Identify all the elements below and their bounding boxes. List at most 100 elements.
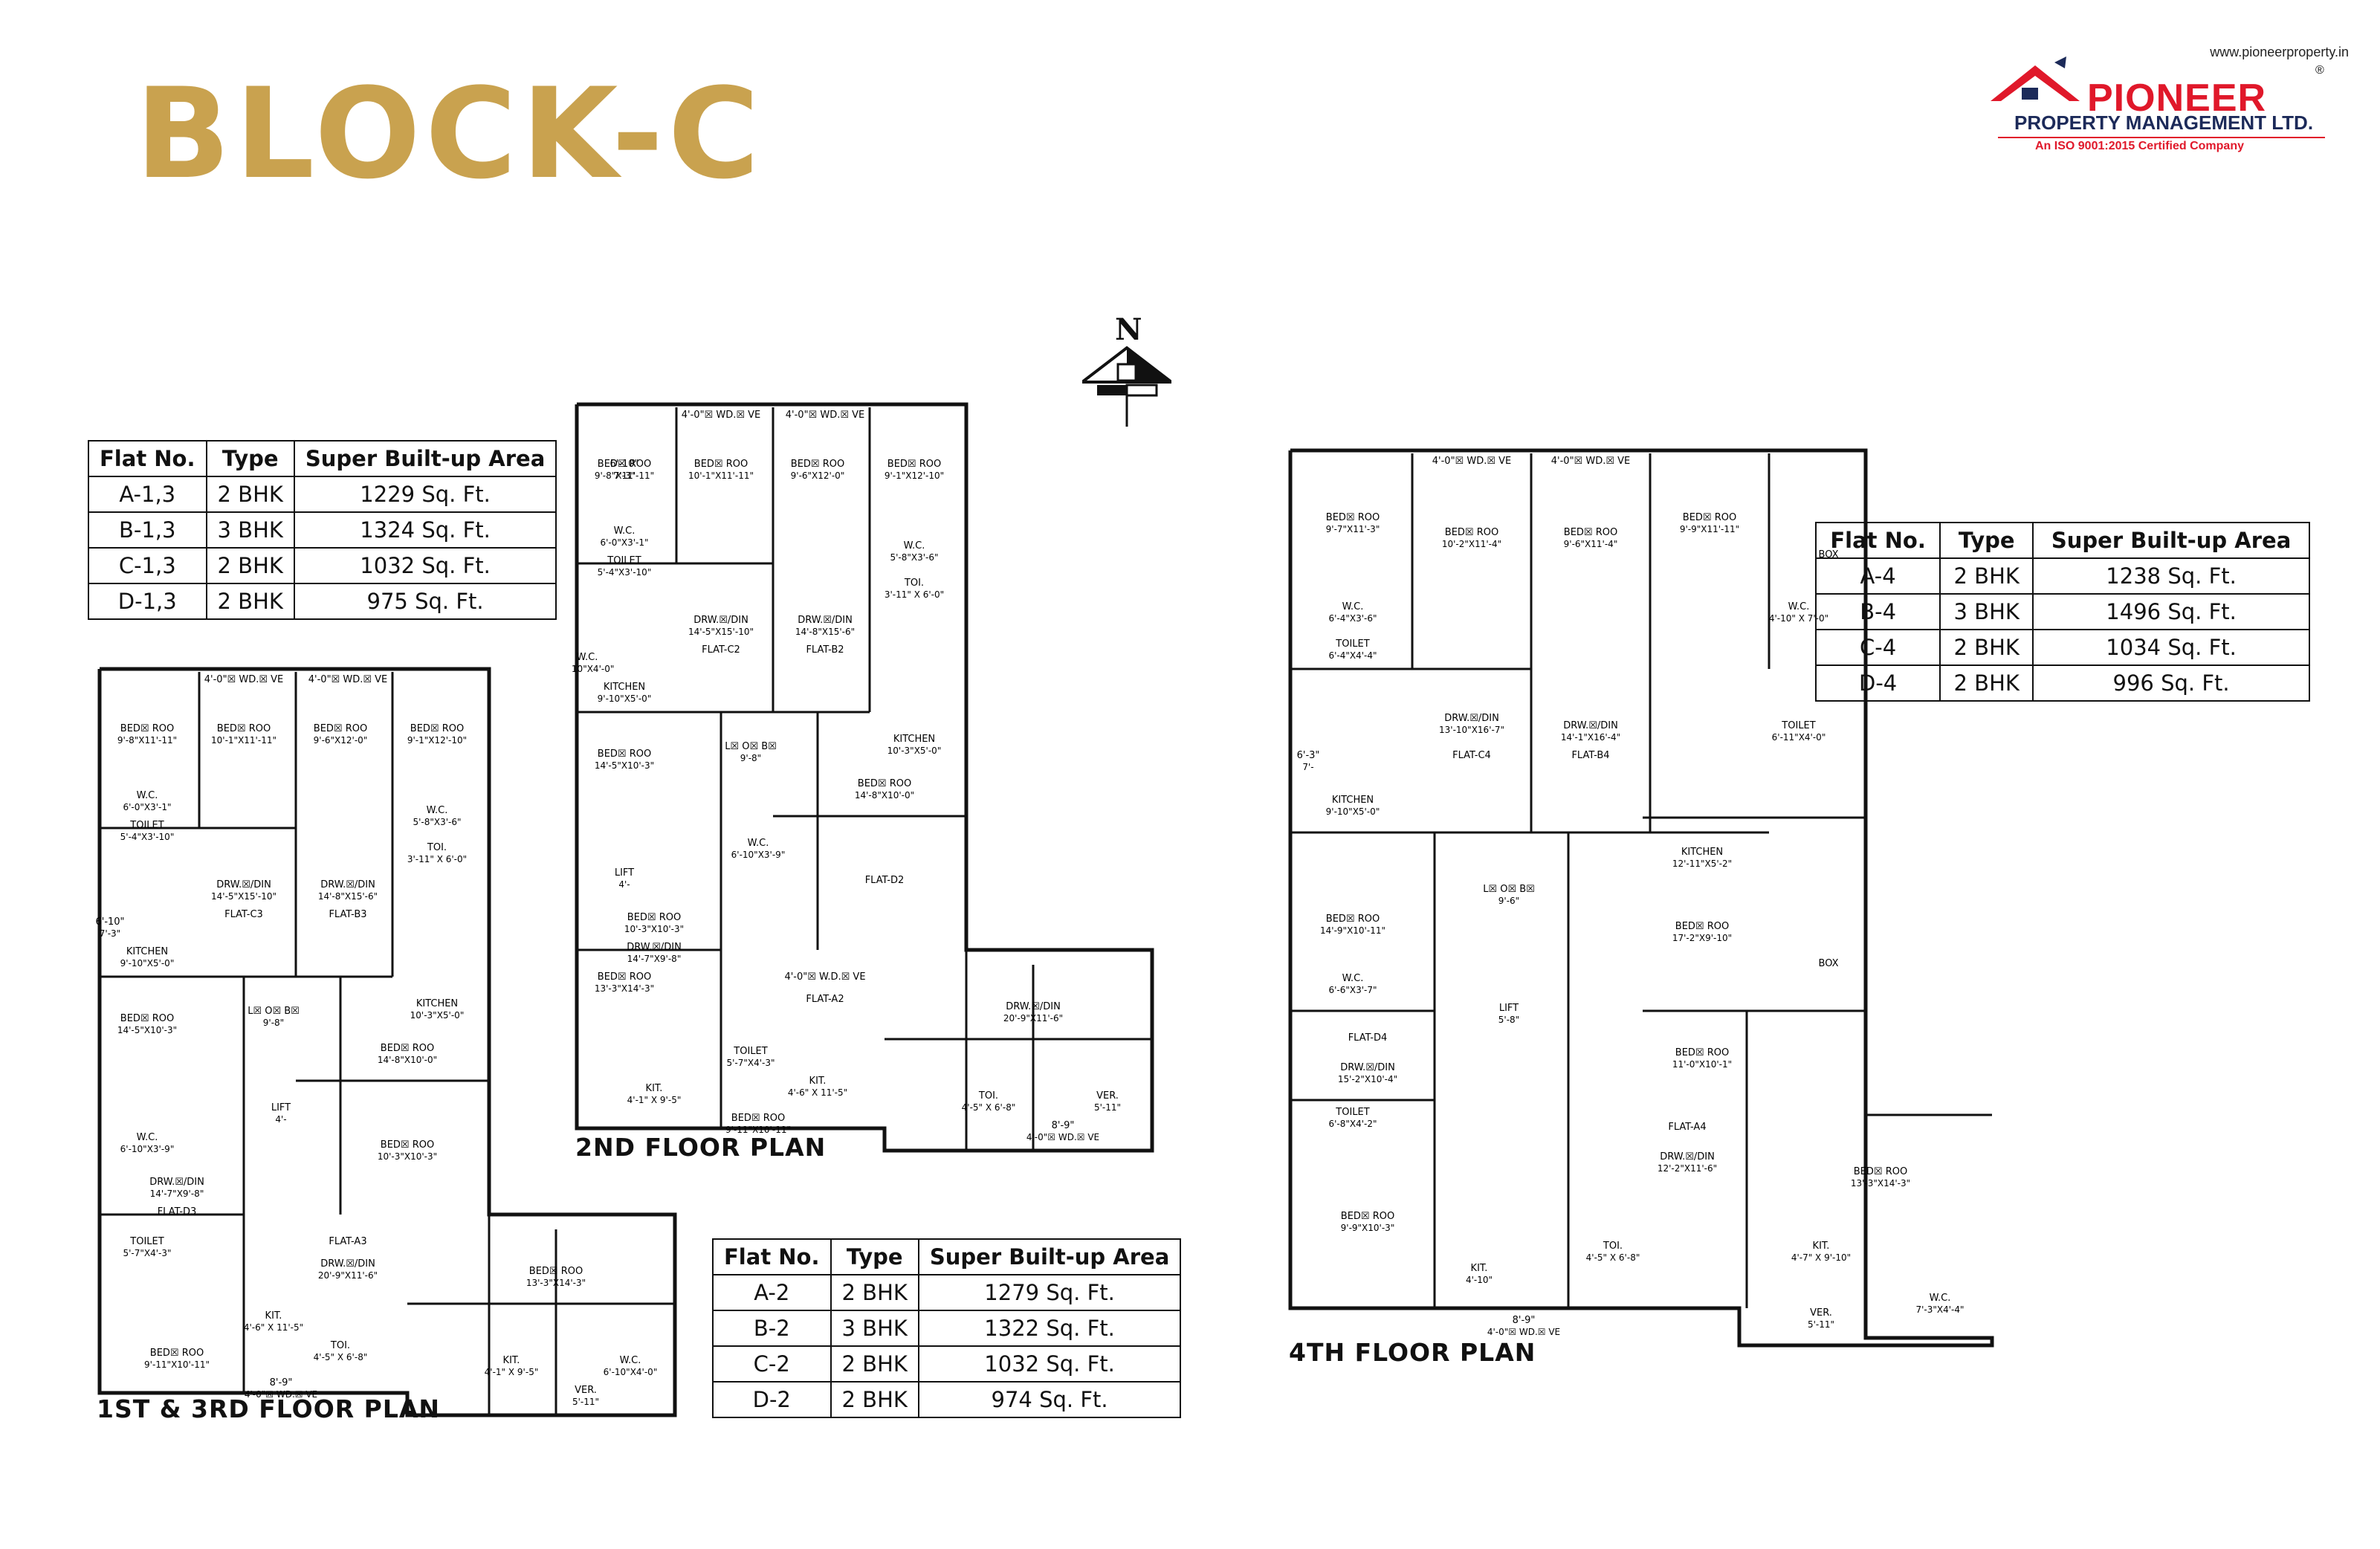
room-label: W.C. (620, 1355, 641, 1366)
cell-flat: B-4 (1814, 593, 1941, 630)
room-label: TOILET (129, 1236, 164, 1247)
room-dimension: 4'-6" X 11'-5" (244, 1322, 303, 1333)
room-label: L☒ O☒ B☒ (1483, 884, 1535, 895)
company-subtitle: PROPERTY MANAGEMENT LTD. (2014, 111, 2314, 134)
north-compass: N (1082, 312, 1171, 427)
room-dimension: 4'- (275, 1114, 286, 1125)
room-dimension: 5'-4"X3'-10" (120, 832, 175, 842)
room-label: 6'-3" (1297, 750, 1320, 761)
room-label: TOILET (1335, 638, 1369, 650)
room-dimension: 10'-3"X5'-0" (887, 746, 942, 756)
cell-area: 1032 Sq. Ft. (293, 547, 557, 584)
cell-type: 2 BHK (830, 1381, 919, 1418)
room-dimension: 9'-9"X11'-11" (1680, 524, 1739, 534)
room-dimension: 14'-5"X15'-10" (211, 891, 277, 902)
room-label: BED☒ ROO (694, 459, 748, 470)
room-label: BED☒ ROO (887, 459, 941, 470)
room-label: FLAT-D4 (1348, 1032, 1388, 1044)
room-label: DRW.☒/DIN (1660, 1151, 1715, 1162)
room-label: W.C. (577, 652, 598, 663)
room-dimension: 12'-11"X5'-2" (1672, 858, 1732, 869)
room-dimension: 14'-8"X10'-0" (855, 790, 914, 801)
room-label: TOI. (330, 1340, 350, 1351)
room-dimension: 5'-8"X3'-6" (413, 817, 461, 827)
cell-flat: A-1,3 (88, 476, 207, 513)
room-dimension: 14'-7"X9'-8" (150, 1189, 204, 1199)
room-label: W.C. (1930, 1293, 1951, 1304)
room-dimension: 14'-8"X10'-0" (378, 1055, 437, 1065)
cell-area: 1229 Sq. Ft. (293, 476, 557, 513)
certification-text: An ISO 9001:2015 Certified Company (2035, 140, 2244, 152)
room-label: BED☒ ROO (1445, 527, 1498, 538)
room-label: VER. (1096, 1090, 1119, 1102)
room-dimension: 4'-6" X 11'-5" (788, 1087, 847, 1098)
cell-type: 2 BHK (205, 547, 295, 584)
room-label: BED☒ ROO (150, 1348, 204, 1359)
room-label: FLAT-D3 (158, 1206, 197, 1217)
room-dimension: 6'-8"X4'-2" (1328, 1119, 1377, 1129)
room-dimension: 14'-7"X9'-8" (627, 954, 682, 964)
room-label: 8'-9" (1513, 1315, 1536, 1326)
room-dimension: 9'-8" (740, 753, 761, 763)
room-label: TOILET (1781, 720, 1815, 731)
cell-area: 1322 Sq. Ft. (917, 1310, 1182, 1347)
room-dimension: 5'-11" (1808, 1319, 1834, 1330)
cell-area: 1238 Sq. Ft. (2032, 557, 2310, 595)
cell-type: 2 BHK (830, 1345, 919, 1383)
room-label: TOI. (1603, 1241, 1623, 1252)
room-dimension: 4'-10" (1466, 1275, 1493, 1285)
room-label: LIFT (1499, 1003, 1519, 1014)
room-dimension: 13'-3"X14'-3" (595, 983, 654, 994)
room-dimension: 4'-0"☒ WD.☒ VE (245, 1389, 317, 1400)
room-label: DRW.☒/DIN (1340, 1062, 1395, 1073)
room-label: 4'-0"☒ WD.☒ VE (786, 410, 864, 421)
room-label: FLAT-B4 (1571, 750, 1609, 761)
room-label: BED☒ ROO (1854, 1166, 1907, 1177)
cell-area: 1496 Sq. Ft. (2032, 593, 2310, 630)
room-dimension: 9'-6"X11'-4" (1564, 539, 1618, 549)
room-label: DRW.☒/DIN (149, 1177, 204, 1188)
room-dimension: 15'-2"X10'-4" (1338, 1074, 1397, 1084)
col-area: Super Built-up Area (293, 440, 557, 477)
room-label: W.C. (904, 540, 925, 552)
room-label: BED☒ ROO (598, 459, 651, 470)
room-label: BED☒ ROO (529, 1266, 583, 1277)
room-dimension: 6'-0"X3'-1" (123, 802, 171, 812)
room-label: KIT. (1471, 1263, 1488, 1274)
cell-flat: A-2 (712, 1274, 832, 1311)
room-label: DRW.☒/DIN (320, 879, 375, 890)
room-dimension: 6'-4"X3'-6" (1328, 613, 1377, 624)
room-label: FLAT-A3 (329, 1236, 366, 1247)
plan-label-second: 2ND FLOOR PLAN (575, 1133, 827, 1162)
room-dimension: 9'-10"X5'-0" (120, 958, 175, 968)
room-dimension: 10'-3"X10'-3" (624, 924, 684, 934)
room-label: DRW.☒/DIN (693, 615, 748, 626)
plan-label-first-third: 1ST & 3RD FLOOR PLAN (97, 1394, 441, 1423)
room-dimension: 6'-10"X4'-0" (604, 1367, 658, 1377)
room-dimension: 17'-2"X9'-10" (1672, 933, 1732, 943)
cell-type: 2 BHK (830, 1274, 919, 1311)
room-label: FLAT-C3 (224, 909, 263, 920)
room-dimension: 3'-11" X 6'-0" (407, 854, 467, 864)
room-dimension: 13'-3"X14'-3" (1851, 1178, 1910, 1189)
room-label: 8'-9" (270, 1377, 293, 1388)
room-label: KITCHEN (416, 998, 458, 1009)
room-dimension: 9'-10"X5'-0" (598, 693, 652, 704)
plan-outer-wall (575, 402, 1154, 1153)
room-dimension: 10'-1"X11'-11" (211, 735, 277, 746)
cell-area: 1279 Sq. Ft. (917, 1274, 1182, 1311)
room-label: W.C. (137, 790, 158, 801)
room-label: BED☒ ROO (1341, 1211, 1394, 1222)
room-label: KITCHEN (604, 682, 645, 693)
plan-label-fourth: 4TH FLOOR PLAN (1289, 1338, 1536, 1367)
cell-area: 974 Sq. Ft. (917, 1381, 1182, 1418)
